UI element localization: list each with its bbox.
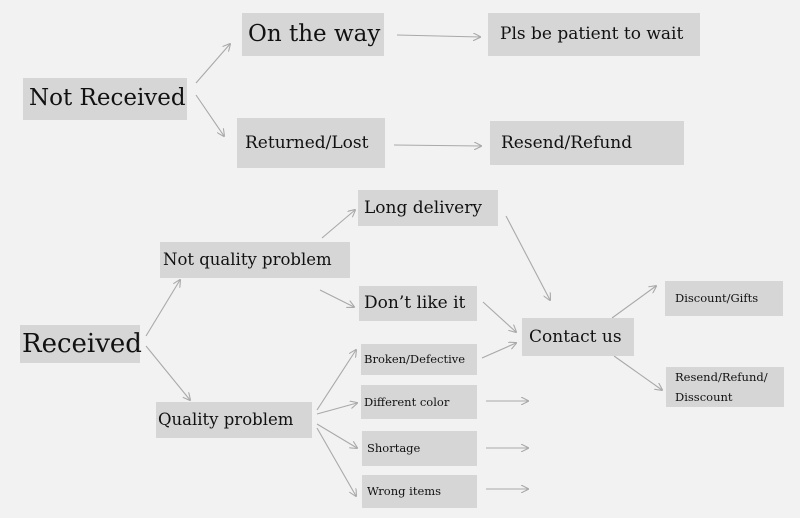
node-on-the-way-label: On the way	[248, 20, 381, 47]
arrow-notquality-longdelivery	[321, 210, 355, 239]
node-quality-problem-label: Quality problem	[158, 409, 294, 429]
node-shortage-label: Shortage	[367, 441, 421, 456]
arrow-dontlike-contact	[482, 301, 516, 332]
node-resend-refund-discount: Resend/Refund/ Disscount	[666, 367, 784, 407]
node-resend-refund-discount-line2: Disscount	[675, 389, 733, 404]
node-different-color-label: Different color	[364, 394, 450, 409]
node-quality-problem: Quality problem	[156, 402, 312, 438]
node-received-label: Received	[22, 328, 142, 359]
node-on-the-way: On the way	[242, 13, 384, 56]
node-not-quality-problem-label: Not quality problem	[163, 249, 332, 269]
arrow-returned-resend	[393, 145, 481, 146]
arrow-notquality-dontlike	[319, 289, 354, 307]
node-contact-us-label: Contact us	[529, 326, 622, 347]
node-broken-defective-label: Broken/Defective	[364, 352, 466, 367]
arrow-notreceived-ontheway	[195, 44, 230, 84]
node-not-received: Not Received	[23, 78, 187, 120]
arrow-quality-wrongitems	[316, 427, 356, 496]
node-pls-wait-label: Pls be patient to wait	[500, 24, 684, 45]
node-returned-lost: Returned/Lost	[237, 118, 385, 168]
node-wrong-items-label: Wrong items	[367, 484, 442, 499]
arrow-longdelivery-contact	[505, 215, 550, 300]
node-resend-refund-discount-line1: Resend/Refund/	[675, 369, 768, 384]
node-different-color: Different color	[361, 385, 477, 419]
node-not-received-label: Not Received	[29, 85, 186, 112]
node-discount-gifts-label: Discount/Gifts	[675, 291, 759, 306]
node-contact-us: Contact us	[522, 318, 634, 356]
node-broken-defective: Broken/Defective	[361, 344, 477, 375]
node-returned-lost-label: Returned/Lost	[245, 132, 369, 153]
arrow-ontheway-wait	[396, 35, 480, 37]
node-dont-like-it: Don’t like it	[359, 286, 477, 321]
node-dont-like-it-label: Don’t like it	[364, 293, 466, 314]
node-received: Received	[20, 325, 142, 363]
node-pls-wait: Pls be patient to wait	[488, 13, 700, 56]
arrow-received-notquality	[145, 280, 180, 337]
arrow-notreceived-returned	[195, 94, 224, 136]
arrow-quality-differentcolor	[316, 403, 357, 415]
node-long-delivery-label: Long delivery	[364, 197, 482, 218]
arrow-broken-contact	[481, 343, 516, 359]
node-not-quality-problem: Not quality problem	[160, 242, 350, 278]
node-long-delivery: Long delivery	[358, 190, 498, 226]
node-shortage: Shortage	[362, 431, 477, 466]
node-discount-gifts: Discount/Gifts	[665, 281, 783, 316]
arrow-contact-discount	[611, 286, 656, 319]
arrow-quality-broken	[316, 350, 356, 411]
node-resend-refund: Resend/Refund	[490, 121, 684, 165]
arrow-quality-shortage	[316, 423, 357, 448]
node-resend-refund-label: Resend/Refund	[501, 132, 633, 153]
arrow-received-quality	[145, 345, 190, 400]
arrow-contact-resend	[613, 355, 662, 390]
node-wrong-items: Wrong items	[362, 475, 477, 508]
